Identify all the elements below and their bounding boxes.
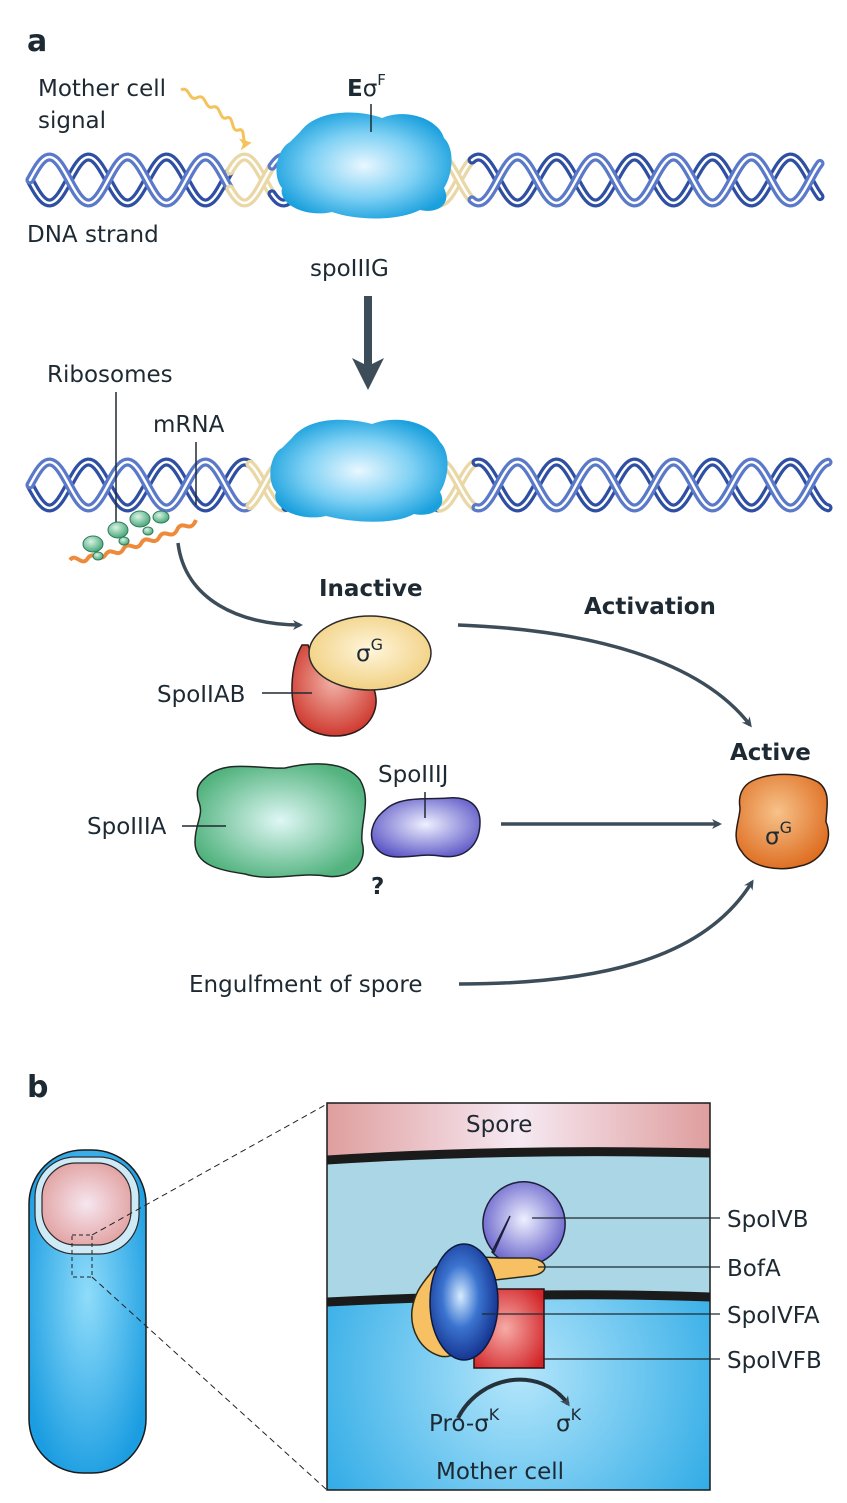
spore-label: Spore	[466, 1112, 532, 1138]
active-label: Active	[730, 740, 811, 766]
gene-label-spoiiig: spoIIIG	[310, 256, 389, 282]
spoiiia-shape	[194, 763, 367, 878]
question-mark: ?	[371, 874, 384, 900]
processing-arrow	[456, 1377, 570, 1419]
mother-cell-label: Mother cell	[436, 1459, 564, 1485]
spoiiab-label: SpoIIAB	[157, 682, 245, 708]
down-arrow-head	[352, 358, 384, 390]
mother-cell-signal-label-line2: signal	[38, 108, 106, 134]
dna-strand-highlight-0-0-5	[470, 155, 822, 205]
sigma-g-active-label: σG	[765, 818, 792, 850]
dna-strand-highlight-0-1-2	[228, 164, 274, 205]
panel-a-letter: a	[27, 24, 47, 59]
zoom-box-border	[326, 1102, 711, 1491]
spoivfa-shape	[429, 1243, 499, 1361]
rna-polymerase-cloud-middle	[270, 419, 448, 522]
dna-strand-highlight-1-1-1	[28, 460, 252, 510]
dna-strand-highlight-0-0-1	[28, 155, 232, 205]
spore-region	[327, 1103, 710, 1157]
spoivfb-label: SpoIVFB	[727, 1348, 822, 1374]
activation-arrow	[457, 623, 752, 728]
spoiiij-shape	[370, 797, 481, 858]
signal-wavy-arrow	[181, 85, 270, 143]
ribosome-1	[82, 535, 104, 553]
dna-strand-highlight-1-1-5	[474, 460, 830, 510]
ribosome-4	[92, 551, 104, 561]
ribosome-3	[129, 510, 151, 528]
spoiiij-label: SpoIIIJ	[378, 762, 448, 788]
panel-b-letter: b	[27, 1070, 48, 1105]
sigma-g-inactive-shape	[308, 615, 432, 691]
sigma-g-inactive-label: σG	[356, 635, 383, 667]
mrna-strand	[68, 519, 198, 564]
dna-strand-highlight-0-1-1	[28, 155, 232, 205]
pro-sigma-k-label: Pro-σK	[429, 1405, 500, 1437]
engulfment-arrow	[458, 879, 754, 986]
ribosome-cluster	[82, 510, 170, 561]
e-sigma-f-label: EσF	[347, 71, 386, 102]
ribosome-2	[107, 521, 129, 539]
bofa-label: BofA	[727, 1256, 781, 1282]
activation-label: Activation	[584, 594, 716, 620]
dna-strand-highlight-1-0-2	[248, 462, 288, 510]
ribosome-5	[118, 536, 130, 546]
spoiiia-label: SpoIIIA	[87, 814, 167, 840]
zoom-line-top	[91, 1103, 328, 1236]
ribosome-7	[152, 510, 170, 524]
signal-wave	[180, 87, 252, 151]
rna-polymerase-cloud-top	[276, 112, 452, 219]
engulfment-label: Engulfment of spore	[189, 972, 422, 998]
inner-membrane	[327, 1147, 710, 1165]
ribosomes-label: Ribosomes	[47, 362, 173, 388]
mother-cell-signal-label: Mother cell	[38, 76, 166, 102]
ribosome-6	[142, 526, 154, 536]
dna-strand-highlight-0-1-5	[470, 155, 822, 205]
sigma-g-active-shape	[735, 773, 830, 870]
dna-strand-label: DNA strand	[27, 222, 159, 248]
spoivb-label: SpoIVB	[727, 1207, 809, 1233]
zoom-line-bottom	[91, 1276, 328, 1491]
arrow-translation-to-sigma-g	[176, 542, 303, 630]
spoivb-shape	[482, 1181, 566, 1267]
sigma-k-label: σK	[556, 1405, 582, 1437]
forespore	[41, 1162, 132, 1246]
mrna-label: mRNA	[153, 412, 225, 438]
inactive-label: Inactive	[319, 576, 423, 602]
spoivfa-label: SpoIVFA	[727, 1303, 820, 1329]
zoom-region-marker	[71, 1234, 93, 1278]
